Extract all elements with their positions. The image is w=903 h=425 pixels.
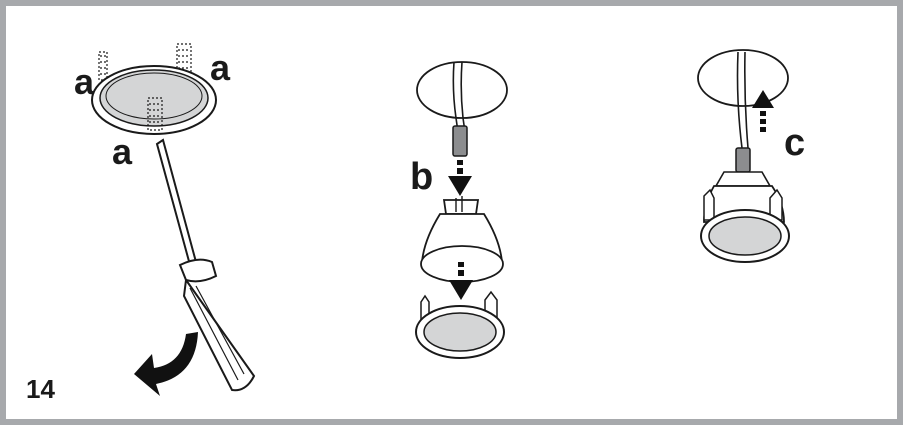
label-c: c (784, 122, 806, 164)
label-a-bottom: a (112, 131, 133, 172)
fixture-ring (91, 65, 217, 135)
dashed-up-arrow-icon (752, 90, 774, 132)
label-a-right: a (210, 47, 231, 88)
panel-connect (415, 61, 508, 359)
connector-2 (735, 147, 751, 173)
panel-pull-back (697, 49, 790, 263)
cable (452, 61, 466, 133)
panel-removal (91, 43, 256, 396)
connector (452, 125, 468, 157)
lamp-module (420, 196, 504, 283)
curved-arrow-icon (134, 332, 198, 396)
spring-clip-left (98, 51, 108, 81)
cable-2 (736, 51, 749, 149)
assembled-fixture (700, 171, 790, 263)
label-a-left: a (74, 61, 95, 102)
ceiling-hole-2 (697, 49, 789, 107)
dashed-down-arrow-icon-2 (449, 262, 473, 300)
dashed-down-arrow-icon (448, 160, 472, 196)
housing-cup (415, 290, 505, 359)
spring-clip-front (147, 97, 163, 131)
step-number: 14 (26, 374, 55, 404)
label-b: b (410, 156, 434, 198)
screwdriver-icon (155, 138, 256, 392)
